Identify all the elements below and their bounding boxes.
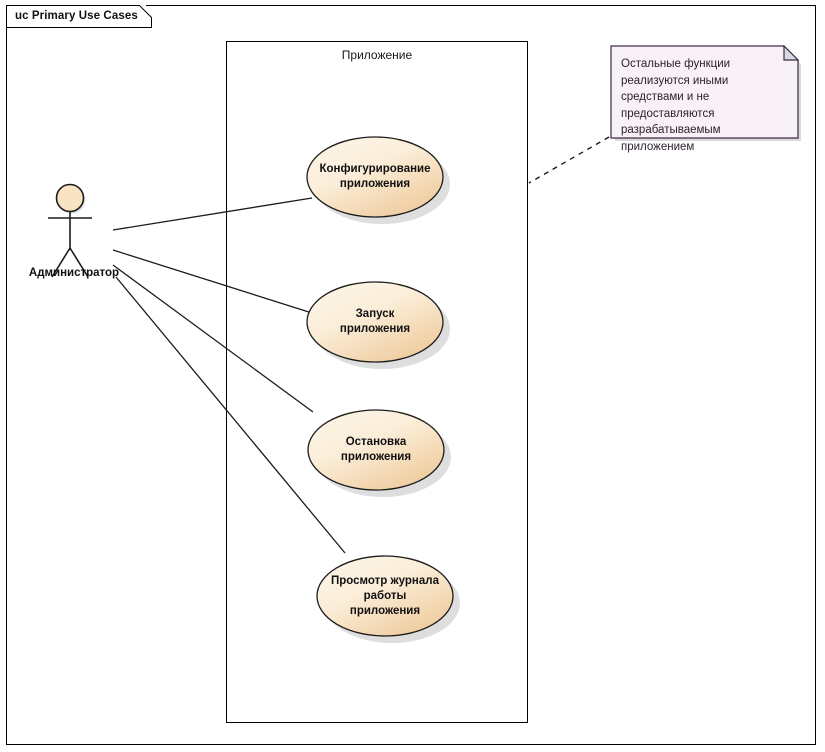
use-case-ellipse-shape bbox=[306, 281, 450, 369]
actor-administrator[interactable]: Администратор bbox=[29, 178, 119, 288]
use-case-stop-application[interactable]: Остановка приложения bbox=[307, 409, 451, 497]
use-case-ellipse-shape bbox=[316, 555, 460, 643]
use-case-ellipse-shape bbox=[306, 136, 450, 224]
use-case-start-application[interactable]: Запуск приложения bbox=[306, 281, 450, 369]
diagram-frame-tab: uc Primary Use Cases bbox=[6, 5, 152, 28]
actor-label-administrator: Администратор bbox=[28, 267, 120, 279]
note-shape-with-folded-corner bbox=[610, 45, 801, 141]
note-comment[interactable]: Остальные функции реализуются иными сред… bbox=[610, 45, 801, 153]
use-case-ellipse-shape bbox=[307, 409, 451, 497]
use-case-label-view-application-log: Просмотр журнала работы приложения bbox=[331, 574, 439, 617]
diagram-frame bbox=[6, 5, 816, 745]
use-case-configure-application[interactable]: Конфигурирование приложения bbox=[306, 136, 450, 224]
use-case-label-start-application: Запуск приложения bbox=[339, 308, 411, 335]
use-case-label-configure-application: Конфигурирование приложения bbox=[319, 163, 431, 190]
frame-tab-shape bbox=[6, 5, 152, 28]
use-case-label-stop-application: Остановка приложения bbox=[340, 436, 412, 463]
actor-stick-figure-icon bbox=[48, 183, 92, 278]
frame-label: uc Primary Use Cases bbox=[15, 10, 138, 22]
use-case-view-application-log[interactable]: Просмотр журнала работы приложения bbox=[316, 555, 460, 643]
note-text: Остальные функции реализуются иными сред… bbox=[621, 58, 731, 153]
system-boundary-label: Приложение bbox=[341, 48, 413, 62]
